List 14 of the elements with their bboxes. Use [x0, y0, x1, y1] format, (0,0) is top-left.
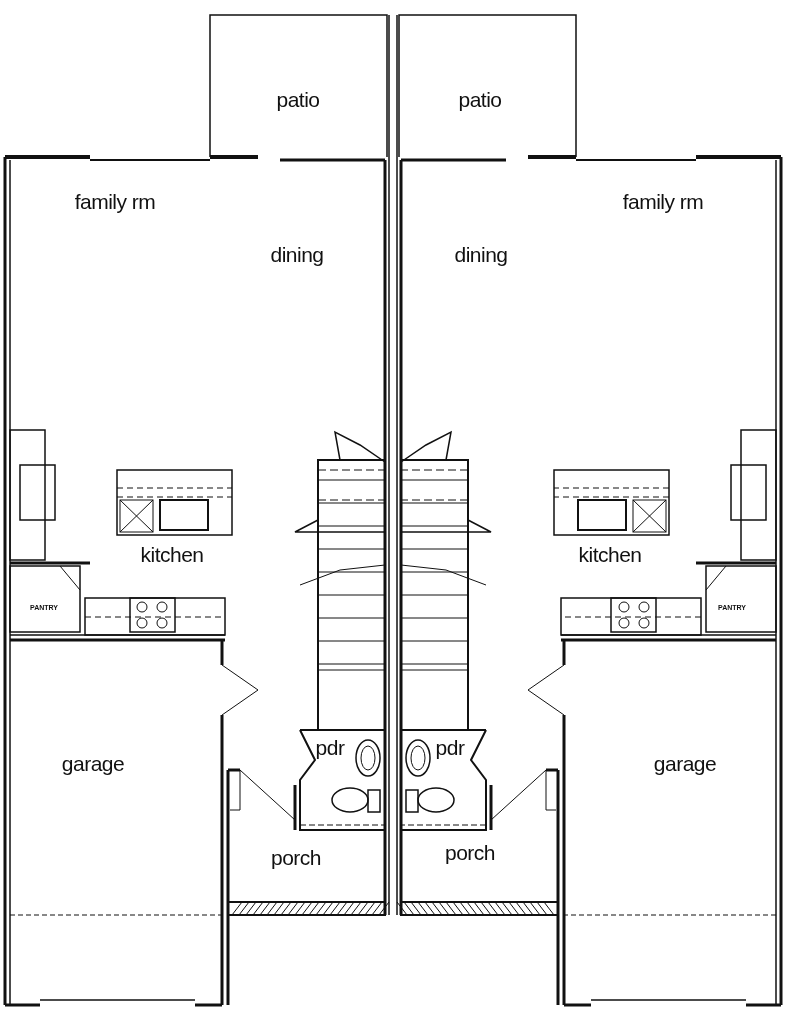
- room-label: garage: [61, 752, 125, 776]
- room-label: kitchen: [578, 543, 642, 567]
- room-label: patio: [458, 88, 502, 112]
- room-label: family rm: [74, 190, 156, 214]
- room-label: porch: [445, 841, 495, 865]
- room-label: pdr: [315, 736, 345, 760]
- room-label: dining: [454, 243, 508, 267]
- room-label: family rm: [622, 190, 704, 214]
- room-label: dining: [270, 243, 324, 267]
- room-label: pdr: [435, 736, 465, 760]
- room-label: garage: [653, 752, 717, 776]
- room-label: kitchen: [140, 543, 204, 567]
- room-label: patio: [276, 88, 320, 112]
- room-label: porch: [271, 846, 321, 870]
